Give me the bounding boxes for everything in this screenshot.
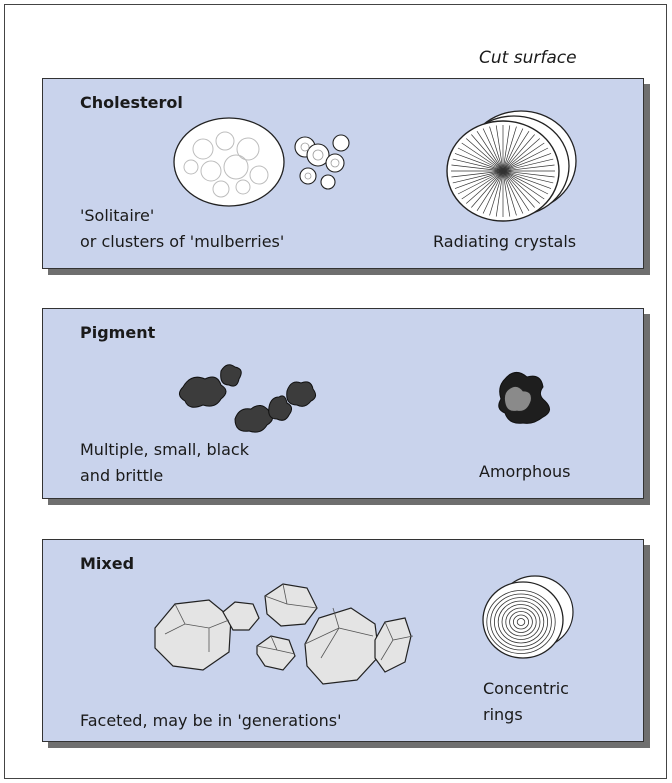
panel-cholesterol: Cholesterol 'Solitai	[42, 78, 644, 269]
mulberry-cluster-icon	[295, 135, 349, 189]
radiating-crystal-cross-section-icon	[447, 111, 576, 221]
concentric-rings-cross-section-icon	[483, 576, 573, 658]
panel-mixed: Mixed Faceted, may be in 'generations'	[42, 539, 644, 742]
caption-cholesterol-left: 'Solitaire' or clusters of 'mulberries'	[80, 203, 284, 255]
caption-mixed-left: Faceted, may be in 'generations'	[80, 708, 341, 734]
caption-pigment-right: Amorphous	[479, 459, 570, 485]
panel-pigment: Pigment Multiple, small, black and britt…	[42, 308, 644, 499]
caption-mixed-right: Concentric rings	[483, 676, 569, 728]
cut-surface-label: Cut surface	[479, 48, 577, 68]
faceted-stones-icon	[155, 584, 413, 684]
caption-pigment-left: Multiple, small, black and brittle	[80, 437, 249, 489]
pigment-stones-icon	[179, 365, 315, 432]
caption-cholesterol-right: Radiating crystals	[433, 229, 576, 255]
amorphous-cross-section-icon	[499, 372, 550, 423]
cholesterol-solitaire-stone-icon	[174, 118, 284, 206]
